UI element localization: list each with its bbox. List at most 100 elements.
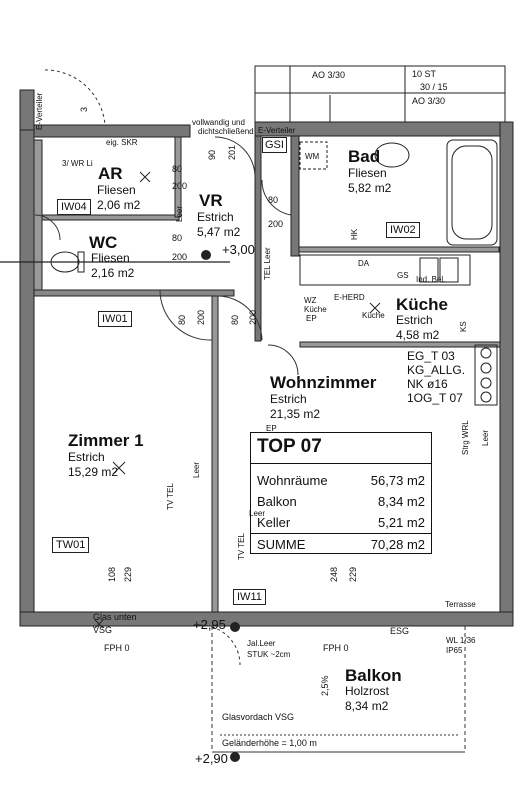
- summary-row-label: Wohnräume: [257, 473, 328, 488]
- wall-left: [19, 124, 35, 626]
- dim-3: 3: [79, 106, 89, 112]
- summary-row-value: 5,21 m2: [378, 515, 425, 530]
- room-wc-floor: Fliesen: [91, 251, 130, 265]
- label-ip65: IP65: [446, 646, 463, 655]
- dim-80-e: 80: [230, 314, 240, 325]
- summary-row-value: 8,34 m2: [378, 494, 425, 509]
- label-vsg: VSG: [93, 625, 113, 635]
- label-tvtel2: TV TEL: [237, 533, 246, 560]
- room-kueche-floor: Estrich: [396, 313, 433, 327]
- label-tel-leer-vr: Leer: [175, 205, 184, 222]
- wall-stair-left: [19, 89, 35, 131]
- label-gelaender: Geländerhöhe = 1,00 m: [222, 738, 317, 748]
- area-summary-table: TOP 07 Wohnräume 56,73 m2 Balkon 8,34 m2…: [250, 432, 432, 554]
- summary-row: Keller 5,21 m2: [251, 512, 431, 533]
- label-jal-leer: Jal.Leer: [247, 639, 276, 648]
- info-kg: KG_ALLG.: [407, 363, 466, 377]
- stair-dimensions: 30 / 15: [420, 82, 448, 92]
- wall-ar-right: [174, 136, 182, 218]
- tag-iw01: IW01: [98, 311, 132, 327]
- dim-90: 90: [207, 149, 217, 160]
- label-leer-zimmer: Leer: [192, 461, 201, 478]
- summary-row-label: Balkon: [257, 494, 297, 509]
- label-stuk: STUK ~2cm: [247, 650, 291, 659]
- label-wm: WM: [305, 152, 320, 161]
- tag-iw04: IW04: [57, 199, 91, 215]
- summary-row-value: 56,73 m2: [370, 473, 425, 488]
- label-kueche-socket: Küche: [362, 311, 385, 320]
- dim-80-a: 80: [172, 164, 183, 174]
- washbasin: [374, 142, 410, 168]
- room-balkon-area: 8,34 m2: [345, 699, 389, 713]
- label-eig-skr: eig. SKR: [106, 138, 138, 147]
- summary-total-value: 70,28 m2: [370, 537, 425, 552]
- wall-bad-left: [290, 135, 300, 257]
- label-strg-wrl: Strg WRL: [461, 420, 470, 455]
- label-ks: KS: [459, 321, 468, 332]
- wall-vr-right: [254, 135, 262, 342]
- label-leer3: Leer: [249, 509, 266, 518]
- label-tel-leer: TEL Leer: [263, 247, 272, 280]
- label-da: DA: [358, 259, 370, 268]
- wall-ar-bottom: [33, 214, 180, 221]
- room-vr-name: VR: [199, 191, 223, 210]
- dim-200-a: 200: [172, 181, 188, 191]
- wall-kitchen-bottom: [299, 341, 501, 348]
- label-glasvordach: Glasvordach VSG: [222, 712, 295, 722]
- label-tvtel1: TV TEL: [166, 483, 175, 510]
- label-wr-li: 3/ WR Li: [62, 159, 93, 168]
- label-ind-bel: Ind. Bel.: [416, 275, 446, 284]
- tag-tw01: TW01: [52, 537, 90, 553]
- summary-row: Wohnräume 56,73 m2: [251, 470, 431, 491]
- electrical-symbols: [94, 171, 408, 629]
- kitchen-counter: [299, 254, 498, 406]
- wall-bad-bottom: [298, 246, 500, 253]
- dim-201: 201: [227, 144, 237, 160]
- label-e-verteiler: E-Verteiler: [258, 126, 296, 135]
- tag-iw02: IW02: [386, 222, 420, 238]
- dim-108: 108: [107, 566, 117, 582]
- dim-200-b: 200: [172, 252, 188, 262]
- wall-wc-bottom: [33, 289, 235, 297]
- label-gefaelle: 2,5%: [320, 675, 330, 696]
- room-wohnzimmer-area: 21,35 m2: [270, 407, 321, 421]
- room-ar-area: 2,06 m2: [97, 198, 141, 212]
- label-fph-right: FPH 0: [323, 643, 349, 653]
- room-wc-area: 2,16 m2: [91, 266, 135, 280]
- label-leer-right: Leer: [481, 429, 490, 446]
- label-e-verteiler-side: E-Verteiler: [35, 92, 44, 130]
- washing-machine: [299, 141, 328, 170]
- room-bad-name: Bad: [348, 147, 381, 166]
- dim-80-d: 80: [177, 314, 187, 325]
- level-balcony: +2,95: [193, 617, 226, 632]
- label-esg: ESG: [390, 626, 410, 636]
- room-zimmer1-floor: Estrich: [68, 450, 105, 464]
- room-bad-area: 5,82 m2: [348, 181, 392, 195]
- label-hk: HK: [350, 228, 359, 240]
- room-zimmer1-name: Zimmer 1: [68, 431, 144, 450]
- room-bad-floor: Fliesen: [348, 166, 387, 180]
- label-e-herd: E-HERD: [334, 293, 365, 302]
- level-bottom: +2,90: [195, 751, 228, 766]
- stairs: [254, 65, 506, 123]
- room-wc-name: WC: [89, 233, 118, 252]
- stair-ao2: AO 3/30: [412, 96, 446, 106]
- dim-80-c: 80: [268, 195, 279, 205]
- bathtub: [446, 139, 498, 246]
- label-gs: GS: [397, 271, 409, 280]
- dim-80-b: 80: [172, 233, 183, 243]
- level-vr: +3,00: [222, 242, 255, 257]
- wall-bottom: [19, 611, 514, 627]
- wall-top-left: [19, 124, 191, 138]
- room-zimmer1-area: 15,29 m2: [68, 465, 119, 479]
- label-ep2: EP: [266, 424, 277, 433]
- level-marker-balcony: [230, 622, 240, 632]
- room-wohnzimmer-name: Wohnzimmer: [270, 373, 377, 392]
- dim-200-d: 200: [196, 309, 206, 325]
- room-balkon-name: Balkon: [345, 666, 402, 685]
- tag-iw11: IW11: [233, 589, 266, 605]
- stair-ao1: AO 3/30: [312, 70, 346, 80]
- summary-row-label: Keller: [257, 515, 291, 530]
- door-swings: [34, 69, 299, 666]
- info-egt: EG_T 03: [407, 349, 455, 363]
